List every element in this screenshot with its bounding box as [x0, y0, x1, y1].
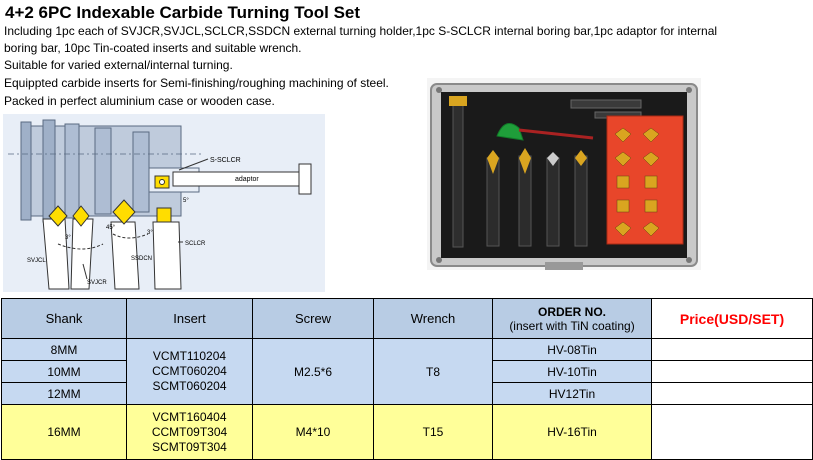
- diagram-label-adaptor: adaptor: [235, 176, 259, 183]
- price-cell: [651, 338, 813, 361]
- shank-cell: 16MM: [1, 404, 127, 460]
- insert-cell: VCMT110204 CCMT060204 SCMT060204: [126, 338, 253, 405]
- table-row: 10MM HV-10Tin: [1, 360, 813, 383]
- table-row: 8MM VCMT110204 CCMT060204 SCMT060204 M2.…: [1, 338, 813, 405]
- shank-cell: 8MM: [1, 338, 127, 361]
- spec-table: Shank Insert Screw Wrench ORDER NO. (ins…: [1, 298, 813, 460]
- description-line-2: boring bar, 10pc Tin-coated inserts and …: [4, 41, 302, 55]
- diagram-label-ssdcn: SSDCN: [131, 256, 152, 262]
- price-cell: [651, 382, 813, 405]
- table-row: 16MM VCMT160404 CCMT09T304 SCMT09T304 M4…: [1, 404, 813, 460]
- insert-cell: VCMT160404 CCMT09T304 SCMT09T304: [126, 404, 253, 460]
- tool-case-illustration: [427, 78, 701, 270]
- header-insert: Insert: [126, 298, 253, 339]
- screw-cell: M2.5*6: [252, 338, 374, 405]
- screw-cell: M4*10: [252, 404, 374, 460]
- wrench-cell: T15: [373, 404, 493, 460]
- order-no-cell: HV12Tin: [492, 382, 652, 405]
- header-wrench: Wrench: [373, 298, 493, 339]
- diagram-label-sclcr: SCLCR: [185, 241, 206, 247]
- diagram-label-angle-a: 3°: [65, 235, 71, 241]
- header-shank: Shank: [1, 298, 127, 339]
- diagram-label-angle-d: 5°: [183, 198, 189, 204]
- description-line-5: Packed in perfect aluminium case or wood…: [4, 94, 275, 108]
- product-photo: [427, 78, 701, 270]
- shank-cell: 12MM: [1, 382, 127, 405]
- description-line-1: Including 1pc each of SVJCR,SVJCL,SCLCR,…: [4, 24, 718, 38]
- tool-diagram: S-SCLCR adaptor SVJCL SVJCR SSDCN SCLCR …: [3, 114, 325, 292]
- header-order-note: (insert with TiN coating): [509, 318, 635, 333]
- diagram-label-angle-b: 45°: [106, 225, 116, 231]
- insert-value: CCMT09T304: [151, 424, 228, 439]
- description-line-4: Equippted carbide inserts for Semi-finis…: [4, 76, 389, 90]
- header-order-no: ORDER NO. (insert with TiN coating): [492, 298, 652, 339]
- description-line-3: Suitable for varied external/internal tu…: [4, 58, 233, 72]
- wrench-cell: T8: [373, 338, 493, 405]
- diagram-label-svjcl: SVJCL: [27, 258, 46, 264]
- header-order-title: ORDER NO.: [537, 304, 606, 319]
- insert-value: VCMT110204: [152, 349, 227, 363]
- price-cell: [651, 404, 813, 460]
- table-header-row: Shank Insert Screw Wrench ORDER NO. (ins…: [1, 298, 813, 339]
- insert-value: VCMT160404: [152, 409, 227, 424]
- header-price: Price(USD/SET): [651, 298, 813, 339]
- tool-diagram-drawing: S-SCLCR adaptor SVJCL SVJCR SSDCN SCLCR …: [8, 119, 312, 290]
- shank-cell: 10MM: [1, 360, 127, 383]
- price-cell: [651, 360, 813, 383]
- page-title: 4+2 6PC Indexable Carbide Turning Tool S…: [5, 3, 361, 22]
- header-screw: Screw: [252, 298, 374, 339]
- insert-value: SCMT09T304: [152, 439, 227, 454]
- insert-value: CCMT060204: [152, 364, 227, 378]
- diagram-label-s-sclcr: S-SCLCR: [210, 157, 241, 164]
- insert-value: SCMT060204: [152, 379, 227, 393]
- table-row: 12MM HV12Tin: [1, 382, 813, 405]
- diagram-label-svjcr: SVJCR: [87, 280, 107, 286]
- order-no-cell: HV-16Tin: [492, 404, 652, 460]
- order-no-cell: HV-10Tin: [492, 360, 652, 383]
- diagram-label-angle-c: 3°: [147, 230, 153, 236]
- order-no-cell: HV-08Tin: [492, 338, 652, 361]
